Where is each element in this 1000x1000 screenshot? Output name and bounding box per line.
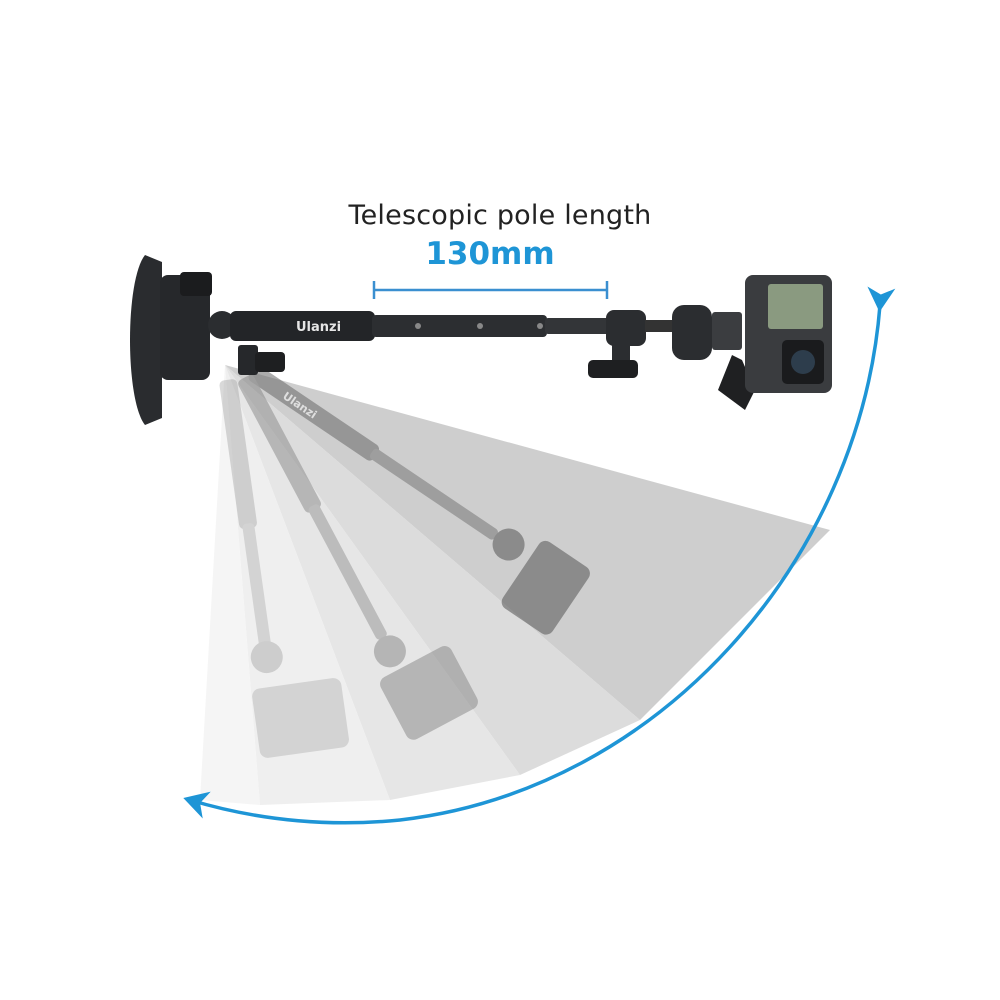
suction-cup — [130, 255, 212, 425]
brand-logo: Ulanzi — [296, 320, 341, 335]
annotation-length-value: 130mm — [425, 236, 555, 272]
telescopic-pole: Ulanzi — [208, 311, 615, 375]
action-camera — [745, 275, 832, 393]
annotation-title: Telescopic pole length — [348, 200, 652, 231]
ball-head-clamp — [588, 305, 755, 410]
length-dimension-line — [372, 281, 609, 299]
rotation-arc-arrow — [183, 286, 896, 825]
